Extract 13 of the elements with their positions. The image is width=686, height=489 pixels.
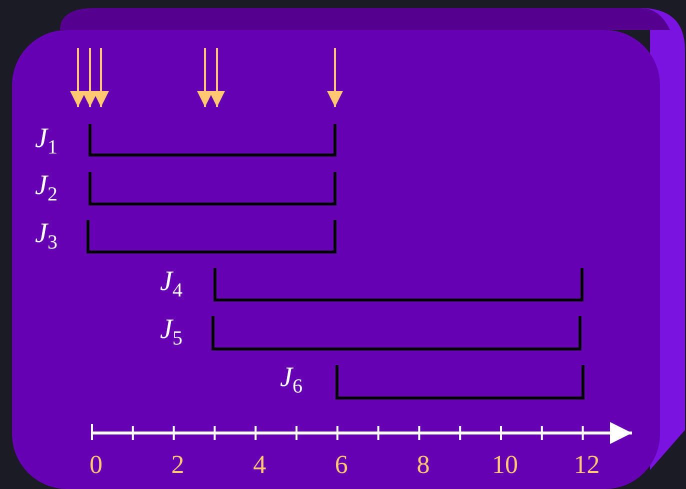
job-label: J$_{4}$ [160,268,182,301]
job-label: J$_{2}$ [35,172,58,205]
tick-label: 2 [171,452,184,478]
job-label: J$_{3}$ [35,220,58,253]
job-label: J$_{1}$ [35,125,58,158]
tick-label: 6 [334,452,348,478]
tick-label: 4 [253,452,266,478]
tick-label: 8 [416,452,430,478]
tick-label: 10 [492,452,518,478]
job-label: J$_{6}$ [280,364,302,397]
tick-label: 0 [90,452,102,478]
job-label: J$_{5}$ [160,316,182,349]
tick-label: 12 [574,452,600,478]
